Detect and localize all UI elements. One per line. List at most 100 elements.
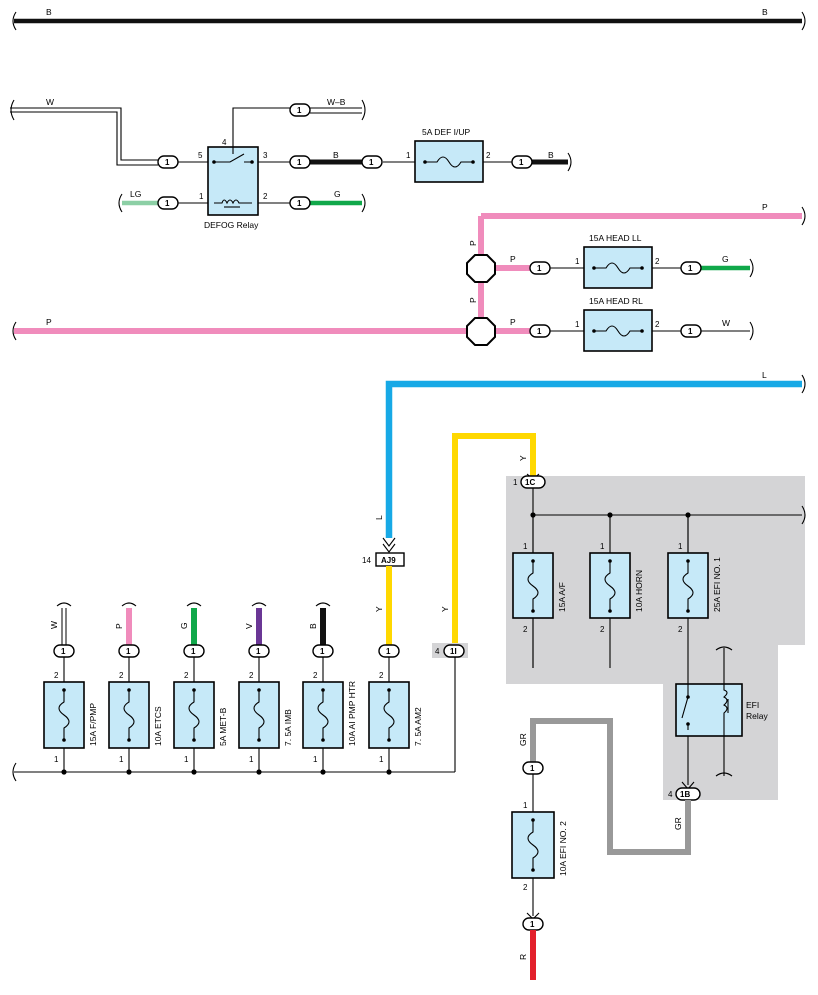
connector-icon: 1 [289,103,311,117]
top-b-bus: B B [12,7,806,31]
svg-text:1: 1 [184,755,189,764]
wire-label-b-out: B [548,150,554,160]
svg-text:1: 1 [537,264,542,273]
y-wire-circuit: Y Y Y 1C 1 1I 4 [374,433,546,658]
junction-block-area [506,476,805,800]
svg-text:Relay: Relay [746,711,768,721]
wire-label: P [114,623,124,629]
svg-text:2: 2 [249,671,254,680]
svg-text:R: R [518,954,528,960]
connector-icon: 1 [511,155,533,169]
svg-text:1: 1 [530,764,535,773]
svg-text:2: 2 [523,625,528,634]
svg-text:Y: Y [374,606,384,612]
connector-icon: 1 [522,761,544,775]
svg-text:AJ9: AJ9 [381,556,396,565]
wire-label: B [308,623,318,629]
svg-text:P: P [468,240,478,246]
svg-text:1: 1 [369,158,374,167]
svg-text:1: 1 [119,755,124,764]
efi2-circuit: GR GR 1 1 2 10A EFI NO. 2 1 R [511,718,691,980]
svg-text:1: 1 [249,755,254,764]
svg-text:1: 1 [256,647,261,656]
svg-text:1B: 1B [680,790,690,799]
svg-text:GR: GR [518,733,528,746]
svg-text:1: 1 [297,158,302,167]
svg-text:4: 4 [222,138,227,147]
svg-text:P: P [468,297,478,303]
wire-label: G [179,622,189,629]
fuse-efi-no2-label: 10A EFI NO. 2 [558,821,568,876]
svg-text:P: P [510,254,516,264]
fuse-label: 7. 5A AM2 [413,707,423,746]
connector-icon: 1 [680,261,702,275]
svg-text:2: 2 [184,671,189,680]
connector-icon: 1 [361,155,383,169]
defog-relay [207,146,259,216]
connector-icon: 1 [529,261,551,275]
connector-icon: 1 [157,155,179,169]
efi-relay [675,683,743,737]
connector-icon: 1 [680,324,702,338]
svg-text:1: 1 [313,755,318,764]
svg-text:2: 2 [119,671,124,680]
svg-text:1: 1 [165,158,170,167]
svg-text:2: 2 [379,671,384,680]
fuse-label: 10A HORN [634,570,644,612]
svg-text:1: 1 [61,647,66,656]
connector-icon: 1 [289,155,311,169]
svg-text:2: 2 [678,625,683,634]
svg-text:2: 2 [655,257,660,266]
connector-icon: 1 [157,196,179,210]
svg-text:2: 2 [655,320,660,329]
fuse-label: 15A F/PMP [88,703,98,746]
headlight-circuit: P P P P P P 15A HEAD LL 1 2 G 15A HEAD R… [12,202,806,352]
svg-text:1: 1 [530,920,535,929]
splice-icon [466,317,496,346]
bus-label-right: B [762,7,768,17]
svg-text:1: 1 [379,755,384,764]
svg-text:G: G [722,254,729,264]
svg-text:4: 4 [435,647,440,656]
svg-text:1: 1 [523,801,528,810]
wire-label-lg: LG [130,189,141,199]
svg-text:3: 3 [263,151,268,160]
fuse-label: 10A ETCS [153,706,163,746]
wire-label-g: G [334,189,341,199]
wire-label-wb: W–B [327,97,346,107]
bus-label-left: B [46,7,52,17]
svg-text:Y: Y [518,455,528,461]
svg-text:2: 2 [263,192,268,201]
svg-text:1: 1 [297,106,302,115]
connector-icon: 1 [289,196,311,210]
svg-text:GR: GR [673,817,683,830]
svg-text:W: W [722,318,730,328]
fuse-label: 15A A/F [557,582,567,612]
bottom-bus [12,657,456,782]
svg-text:1: 1 [575,257,580,266]
svg-text:1: 1 [386,647,391,656]
wire-label: W [49,621,59,629]
svg-text:1: 1 [191,647,196,656]
svg-text:1I: 1I [450,647,457,656]
svg-text:1: 1 [688,327,693,336]
defog-circuit: W W–B B 5A DEF I/UP 1 2 B 4 [10,97,572,230]
svg-text:1: 1 [688,264,693,273]
fuse-label: 5A MET-B [218,707,228,746]
svg-text:EFI: EFI [746,700,759,710]
l-wire-circuit: L L AJ9 14 [362,370,806,567]
svg-text:1: 1 [513,478,518,487]
svg-text:5: 5 [198,151,203,160]
svg-text:2: 2 [313,671,318,680]
svg-text:1: 1 [678,542,683,551]
fuse-label: 25A EFI NO. 1 [712,557,722,612]
wire-label-w: W [46,97,54,107]
connector-icon: 1 [522,917,544,931]
svg-text:1: 1 [320,647,325,656]
